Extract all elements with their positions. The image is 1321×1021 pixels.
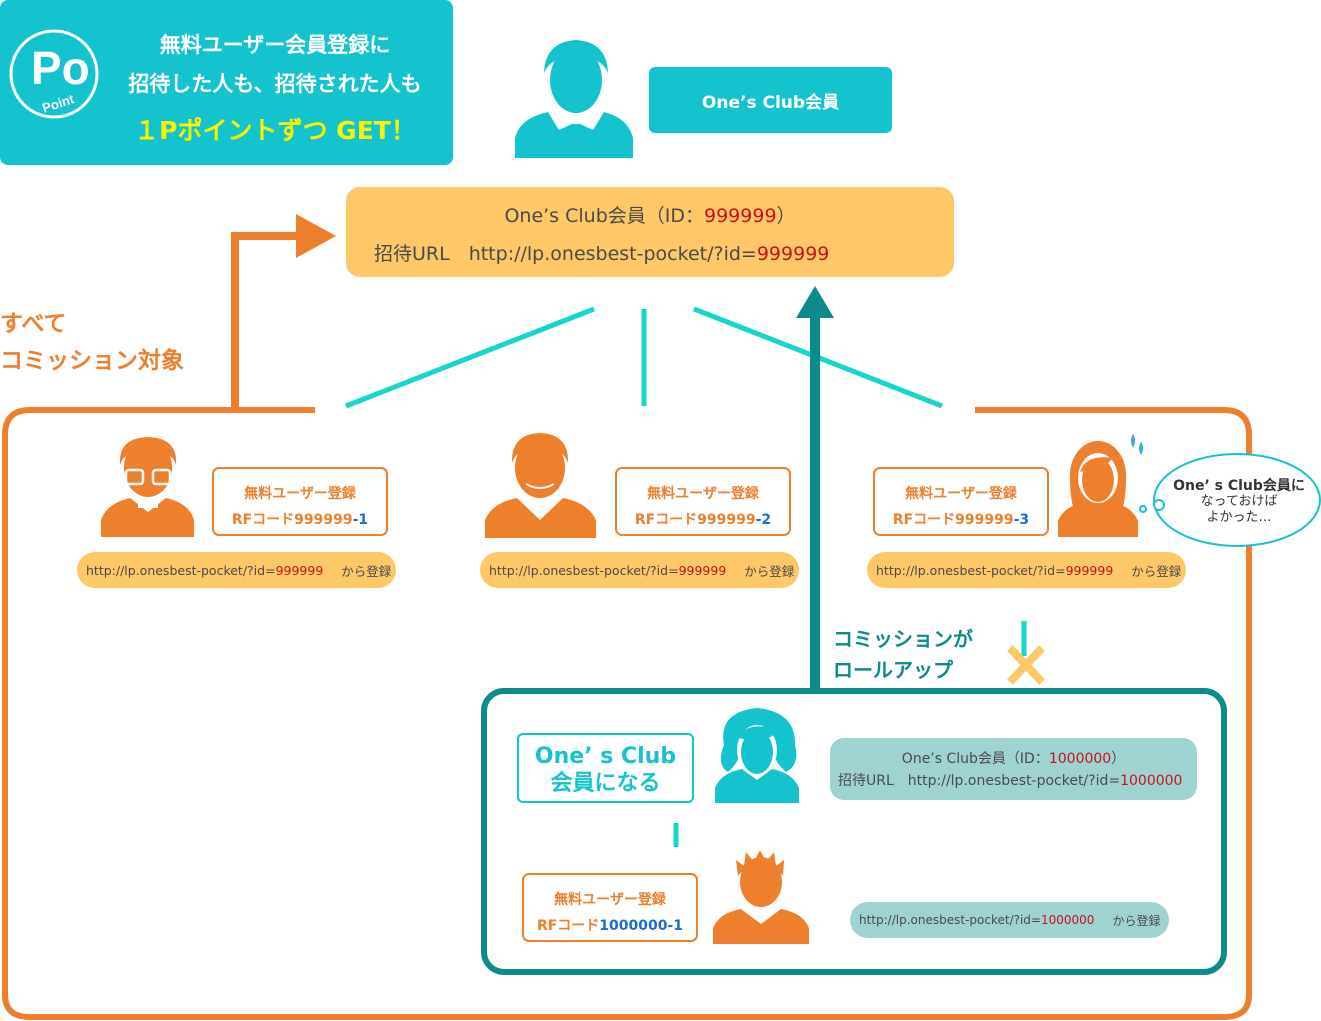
top-member-id-suffix: ）: [776, 205, 796, 227]
top-member-url-line: 招待URL http://lp.onesbest-pocket/?id=9999…: [374, 239, 829, 266]
url-pill-1: http://lp.onesbest-pocket/?id=999999 から登録: [77, 552, 396, 588]
registration-code: RFコード999999-2: [617, 509, 789, 529]
registration-title: 無料ユーザー登録: [554, 892, 666, 908]
registration-box-1: 無料ユーザー登録 RFコード999999-1: [212, 467, 388, 536]
person-icon: [713, 850, 809, 944]
arrow-up-icon: [796, 286, 834, 318]
teal-frame: [481, 688, 1227, 975]
sweat-drop-icon: [1131, 434, 1143, 455]
registration-box-3: 無料ユーザー登録 RFコード999999-3: [873, 467, 1049, 536]
url-pill-3: http://lp.onesbest-pocket/?id=999999 から登録: [867, 552, 1186, 588]
person-icon: [485, 431, 596, 538]
rollup-note: コミッションが ロールアップ: [833, 624, 973, 686]
thought-bubble-text: One’ s Club会員に なっておけば よかった…: [1158, 478, 1320, 526]
top-member-url-id: 999999: [756, 243, 830, 265]
url-pill-suffix: から登録: [1131, 563, 1182, 579]
registration-code-suffix: 1000000-1: [599, 918, 684, 934]
rollup-note-line-2: ロールアップ: [833, 658, 953, 682]
point-line-3: １Pポイントずつ GET！: [134, 116, 416, 145]
become-member-box: One’ s Club 会員になる: [517, 733, 694, 803]
person-icon: [101, 432, 194, 537]
sub-url-pill: http://lp.onesbest-pocket/?id=1000000 から登…: [850, 902, 1169, 938]
arrow-right-icon: [296, 214, 336, 258]
orange-arrow-line: [231, 232, 300, 408]
thought-line-1: One’ s Club会員に: [1173, 478, 1305, 494]
new-member-id: 1000000: [1048, 751, 1112, 767]
new-member-id-line: One’s Club会員（ID：1000000）: [830, 748, 1197, 768]
url-pill-suffix: から登録: [1112, 913, 1161, 928]
url-pill-id: 1000000: [1040, 913, 1095, 927]
registration-code: RFコード1000000-1: [524, 915, 696, 935]
registration-title: 無料ユーザー登録: [244, 486, 356, 502]
thought-line-2: なっておけば: [1200, 494, 1278, 509]
person-icon: [715, 708, 799, 803]
registration-code-prefix: RFコード999999: [634, 512, 756, 528]
person-icon: [515, 40, 633, 158]
top-member-url: 招待URL http://lp.onesbest-pocket/?id=: [374, 243, 757, 265]
url-pill-2: http://lp.onesbest-pocket/?id=999999 から登録: [480, 552, 799, 588]
url-pill-id: 999999: [678, 562, 727, 578]
url-pill-url: http://lp.onesbest-pocket/?id=: [86, 562, 276, 578]
thought-line-3: よかった…: [1206, 510, 1272, 525]
thought-bubble-icon: [1139, 453, 1321, 547]
registration-code-suffix: -3: [1013, 512, 1030, 528]
person-icon: [1058, 441, 1138, 537]
new-member-card: One’s Club会員（ID：1000000） 招待URL http://lp…: [830, 738, 1197, 800]
orange-frame: [2, 407, 1252, 1020]
point-line-1: 無料ユーザー会員登録に: [159, 33, 391, 57]
registration-code-prefix: RFコード: [536, 918, 600, 934]
point-logo-letters: Po: [31, 42, 90, 94]
sub-registration-box: 無料ユーザー登録 RFコード1000000-1: [522, 873, 698, 942]
new-member-id-prefix: One’s Club会員（ID：: [901, 751, 1049, 767]
become-member-line-2: 会員になる: [550, 771, 661, 796]
top-member-id: 999999: [704, 205, 777, 227]
new-member-url-id: 1000000: [1120, 773, 1183, 789]
commission-note-line-2: コミッション対象: [0, 348, 184, 374]
url-pill-id: 999999: [275, 562, 324, 578]
url-pill-url: http://lp.onesbest-pocket/?id=: [859, 913, 1041, 927]
registration-code-prefix: RFコード999999: [892, 512, 1014, 528]
registration-box-2: 無料ユーザー登録 RFコード999999-2: [615, 467, 791, 536]
member-tag: One’s Club会員: [649, 67, 892, 133]
top-member-card: One’s Club会員（ID：999999） 招待URL http://lp.…: [346, 187, 954, 277]
new-member-id-suffix: ）: [1111, 751, 1126, 767]
registration-code-suffix: -1: [352, 512, 369, 528]
registration-title: 無料ユーザー登録: [905, 486, 1017, 502]
url-pill-url: http://lp.onesbest-pocket/?id=: [489, 562, 679, 578]
point-line-2: 招待した人も、招待された人も: [128, 72, 422, 96]
registration-code-suffix: -2: [755, 512, 772, 528]
rollup-note-line-1: コミッションが: [833, 627, 973, 651]
registration-code: RFコード999999-3: [875, 509, 1047, 529]
top-member-id-line: One’s Club会員（ID：999999）: [346, 201, 954, 228]
commission-note-line-1: すべて: [0, 311, 67, 337]
new-member-url: 招待URL http://lp.onesbest-pocket/?id=: [838, 773, 1121, 789]
cross-icon: [1007, 645, 1045, 685]
commission-note: すべて コミッション対象: [0, 306, 184, 380]
point-logo-icon: Po Point: [9, 29, 99, 119]
url-pill-suffix: から登録: [341, 563, 392, 579]
new-member-url-line: 招待URL http://lp.onesbest-pocket/?id=1000…: [838, 770, 1182, 790]
point-callout: Po Point 無料ユーザー会員登録に 招待した人も、招待された人も １Pポイ…: [0, 0, 453, 165]
become-member-line-1: One’ s Club: [534, 744, 677, 769]
url-pill-suffix: から登録: [744, 563, 795, 579]
top-member-id-prefix: One’s Club会員（ID：: [504, 205, 704, 227]
connector-line-1: [345, 306, 595, 409]
url-pill-url: http://lp.onesbest-pocket/?id=: [876, 562, 1066, 578]
registration-code: RFコード999999-1: [214, 509, 386, 529]
registration-title: 無料ユーザー登録: [647, 486, 759, 502]
registration-code-prefix: RFコード999999: [231, 512, 353, 528]
url-pill-id: 999999: [1065, 562, 1114, 578]
